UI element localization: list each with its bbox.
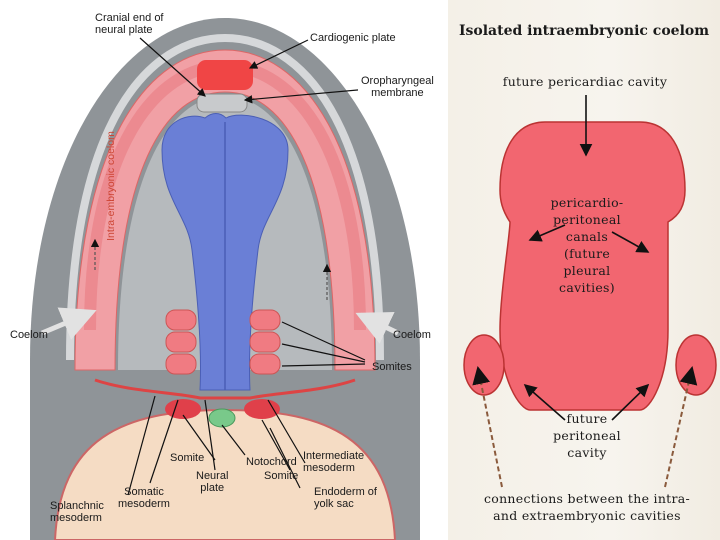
cardiogenic-plate-shape	[197, 60, 253, 90]
label-cardiogenic-plate: Cardiogenic plate	[310, 32, 396, 44]
somatic-layer	[94, 378, 356, 400]
cross-somite-right	[244, 399, 280, 419]
label-neural-plate: Neural plate	[196, 470, 229, 494]
label-somite-left: Somite	[170, 452, 205, 464]
oropharyngeal-membrane-shape	[196, 93, 248, 113]
label-intra-embryonic-coelom: Intra-embryonic coelom	[104, 131, 117, 241]
amnion-ring	[66, 33, 384, 361]
label-endoderm-yolk-sac: Endoderm of yolk sac	[314, 486, 377, 510]
label-somatic-mesoderm: Somatic mesoderm	[118, 486, 170, 510]
cross-somite-left	[165, 399, 201, 419]
right-title: Isolated intraembryonic coelom	[458, 23, 710, 39]
label-somite-bottom: Somite	[264, 470, 299, 482]
cross-notochord	[208, 408, 236, 428]
label-future-peritoneal-cavity: future peritoneal cavity	[553, 411, 621, 460]
label-oropharyngeal-membrane: Oropharyngeal membrane	[358, 74, 437, 100]
horseshoe-mesoderm	[74, 49, 376, 371]
somites-right	[249, 309, 281, 375]
embryo-diagram	[30, 18, 420, 540]
label-cranial-end: Cranial end of neural plate	[95, 12, 164, 36]
label-notochord: Notochord	[246, 456, 297, 468]
label-coelom-right: Coelom	[393, 329, 431, 341]
somites-left	[165, 309, 197, 375]
label-coelom-left: Coelom	[10, 329, 48, 341]
label-future-pericardiac-cavity: future pericardiac cavity	[502, 74, 668, 89]
label-intermediate-mesoderm: Intermediate mesoderm	[303, 450, 365, 474]
label-splanchnic-mesoderm: Splanchnic mesoderm	[50, 500, 104, 524]
label-connections-intra-extra: connections between the intra- and extra…	[483, 491, 691, 523]
label-pericardioperitoneal-canals: pericardio- peritoneal canals (future pl…	[550, 195, 624, 295]
label-somites: Somites	[372, 361, 412, 373]
